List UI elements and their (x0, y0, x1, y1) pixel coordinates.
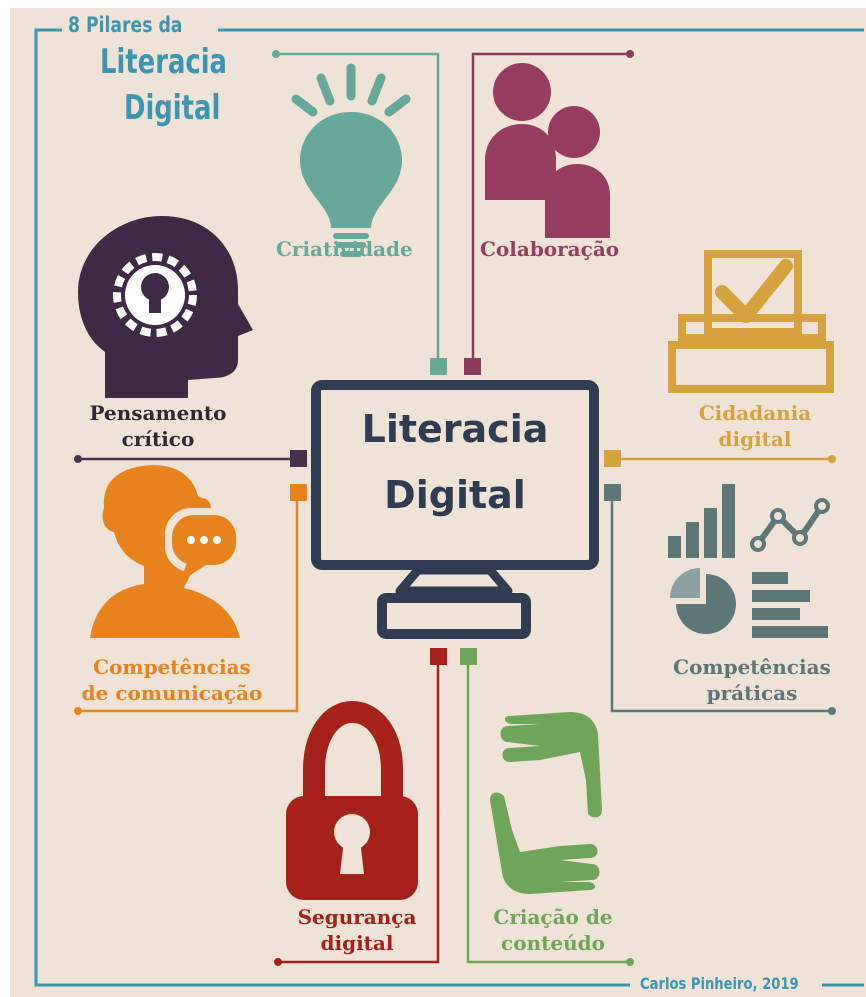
pillar-criacao-label-line1: Criação de (493, 905, 613, 929)
square-criacao (460, 648, 477, 665)
connector-criacao (466, 656, 630, 964)
pillar-cidadania-label-line2: digital (718, 427, 792, 451)
charts-icon (668, 484, 830, 638)
people-icon (485, 63, 610, 238)
dot-praticas (828, 707, 836, 715)
connectors (74, 50, 836, 966)
pillar-criacao-label-line2: conteúdo (501, 931, 605, 955)
hands-frame-icon (490, 712, 602, 894)
square-criatividade (430, 358, 447, 375)
head-gear-icon (78, 216, 253, 398)
pillar-praticas-label-line2: práticas (706, 681, 798, 705)
pillar-seguranca-label-line1: Segurança (297, 905, 417, 929)
dot-criacao (626, 958, 634, 966)
pillar-seguranca-label-line2: digital (320, 931, 394, 955)
connector-squares (290, 358, 621, 665)
center-title-line2: Digital (384, 473, 526, 517)
square-comunicacao (290, 484, 307, 501)
dot-pensamento (74, 455, 82, 463)
credit-text: Carlos Pinheiro, 2019 (640, 974, 799, 993)
center-title-line1: Literacia (361, 407, 549, 451)
connector-criatividade (276, 52, 440, 362)
square-praticas (604, 484, 621, 501)
header-title-line2: Digital (124, 88, 221, 128)
dot-cidadania (828, 455, 836, 463)
square-seguranca (430, 648, 447, 665)
connector-praticas (610, 492, 832, 713)
pillar-cidadania-label-line1: Cidadania (698, 401, 812, 425)
header-title-line1: Literacia (100, 42, 228, 82)
square-cidadania (604, 450, 621, 467)
dot-comunicacao (74, 707, 82, 715)
square-pensamento (290, 450, 307, 467)
dot-seguranca (274, 958, 282, 966)
outer-frame (34, 28, 864, 987)
pillar-pensamento-label-line1: Pensamento (89, 401, 227, 425)
connector-colaboracao (471, 52, 630, 362)
pillar-comunicacao-label-line2: de comunicação (81, 681, 263, 705)
padlock-icon (286, 700, 418, 900)
speech-person-icon (90, 465, 243, 638)
connector-seguranca (278, 656, 440, 964)
connector-comunicacao (78, 492, 299, 713)
square-colaboracao (464, 358, 481, 375)
pillar-colaboracao-label: Colaboração (480, 237, 620, 261)
pillar-criatividade-label: Criatividade (276, 237, 413, 261)
ballot-box-icon (668, 250, 834, 393)
lightbulb-icon (291, 63, 411, 257)
dot-colaboracao (626, 50, 634, 58)
header-subtitle: 8 Pilares da (68, 13, 183, 37)
pillar-pensamento-label-line2: crítico (121, 427, 195, 451)
pillar-comunicacao-label-line1: Competências (93, 655, 251, 679)
dot-criatividade (272, 50, 280, 58)
monitor-icon (311, 380, 599, 639)
frame-left-top (34, 28, 630, 987)
pillar-praticas-label-line1: Competências (673, 655, 831, 679)
